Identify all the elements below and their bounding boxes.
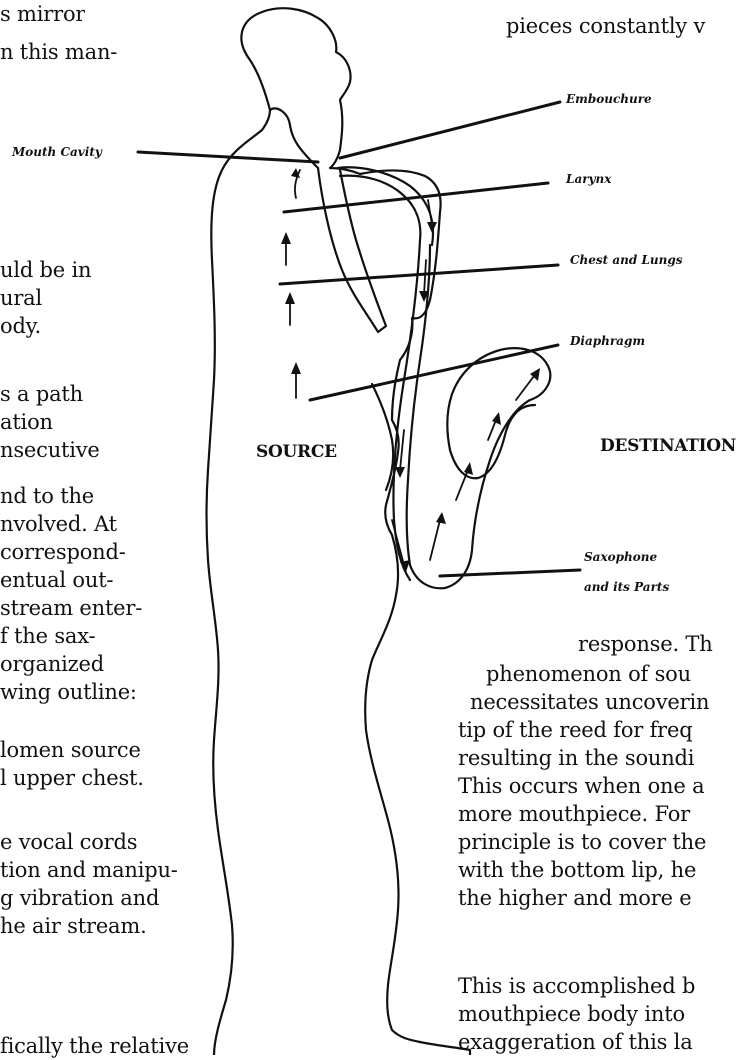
label-mouth-cavity: Mouth Cavity (12, 145, 102, 159)
text-line: correspond- (0, 538, 126, 566)
label-diaphragm: Diaphragm (570, 334, 645, 348)
text-line: mouthpiece body into (458, 1000, 739, 1028)
text-line: tip of the reed for freq (458, 716, 739, 744)
text-line: he air stream. (0, 912, 147, 940)
text-line: stream enter- (0, 594, 142, 622)
text-line: phenomenon of sou (486, 660, 739, 688)
label-saxophone-parts: and its Parts (584, 580, 669, 594)
text-line: ody. (0, 312, 41, 340)
text-line: uld be in (0, 256, 91, 284)
text-line: s a path (0, 380, 83, 408)
text-line: fically the relative (0, 1032, 189, 1060)
player-silhouette (207, 8, 471, 1055)
text-line: organized (0, 650, 104, 678)
text-line: ural (0, 284, 42, 312)
text-line: This occurs when one a (458, 772, 739, 800)
text-line: necessitates uncoverin (470, 688, 739, 716)
text-line: the higher and more e (458, 884, 739, 912)
text-line: nvolved. At (0, 510, 117, 538)
text-line: This is accomplished b (458, 972, 739, 1000)
text-line: with the bottom lip, he (458, 856, 739, 884)
text-line: ation (0, 408, 53, 436)
text-line: n this man- (0, 38, 117, 66)
text-line: pieces constantly v (506, 12, 739, 40)
text-line: nd to the (0, 482, 94, 510)
label-larynx: Larynx (566, 172, 611, 186)
text-line: exaggeration of this la (458, 1028, 739, 1056)
text-line: lomen source (0, 736, 141, 764)
text-line: s mirror (0, 0, 85, 28)
text-line: e vocal cords (0, 828, 137, 856)
label-chest-lungs: Chest and Lungs (570, 253, 683, 267)
label-saxophone: Saxophone (584, 550, 657, 564)
label-source: SOURCE (256, 442, 337, 462)
label-embouchure: Embouchure (566, 92, 652, 106)
text-line: g vibration and (0, 884, 159, 912)
text-line: nsecutive (0, 436, 100, 464)
text-line: more mouthpiece. For (458, 800, 739, 828)
text-line: f the sax- (0, 622, 95, 650)
text-line: entual out- (0, 566, 113, 594)
text-line: tion and manipu- (0, 856, 178, 884)
text-line: l upper chest. (0, 764, 144, 792)
text-line: principle is to cover the (458, 828, 739, 856)
text-line: wing outline: (0, 678, 137, 706)
label-destination: DESTINATION (600, 436, 736, 456)
text-line: resulting in the soundi (458, 744, 739, 772)
text-line: response. Th (578, 630, 739, 658)
